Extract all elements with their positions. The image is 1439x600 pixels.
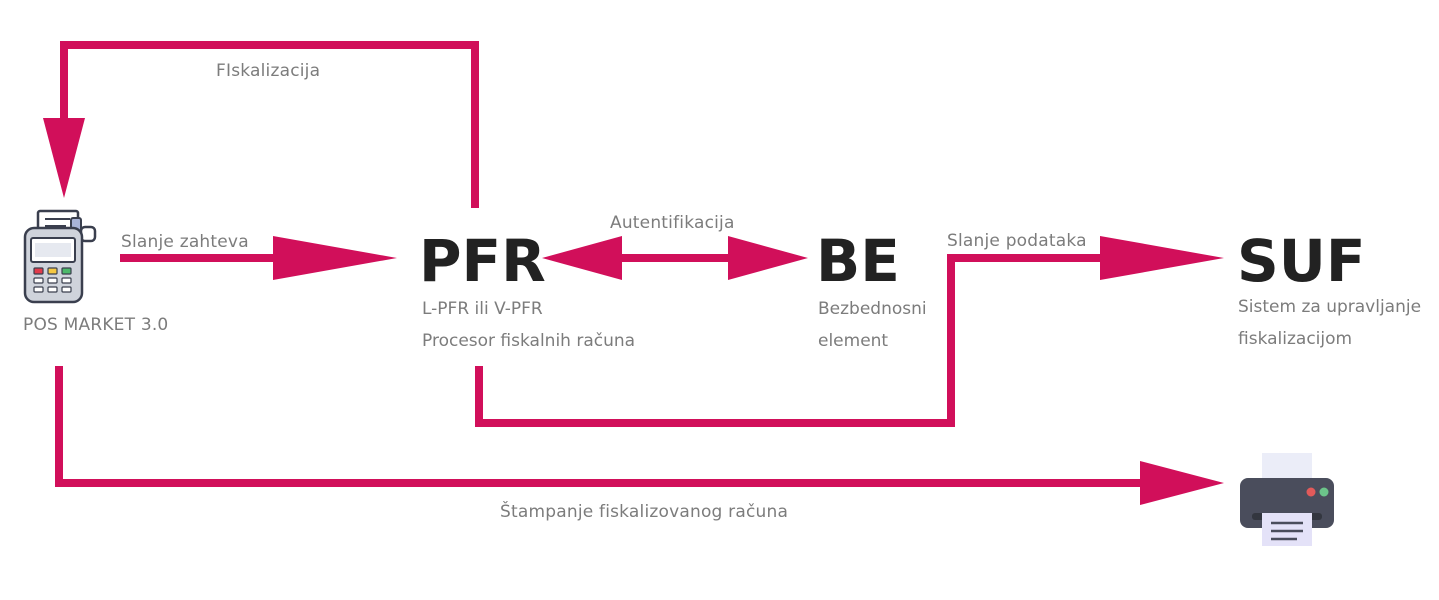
printer-icon [1240,453,1334,546]
be-line-2: element [818,331,889,351]
label-autentifikacija: Autentifikacija [610,213,735,233]
suf-title: SUF [1237,227,1366,295]
pfr-line-1: L-PFR ili V-PFR [422,299,543,319]
label-stampanje: Štampanje fiskalizovanog računa [500,502,789,522]
be-description: Bezbednosni element [818,293,927,357]
arrow-slanje-zahteva [120,236,397,280]
arrow-stampanje [55,366,1224,505]
be-title: BE [816,227,900,295]
arrow-slanje-podataka [475,236,1224,427]
suf-line-1: Sistem za upravljanje [1238,297,1422,317]
label-slanje-podataka: Slanje podataka [947,231,1087,251]
pos-label: POS MARKET 3.0 [23,315,169,335]
arrow-fiskalizacija [43,41,479,208]
suf-line-2: fiskalizacijom [1238,329,1353,349]
pfr-line-2: Procesor fiskalnih računa [422,331,636,351]
label-fiskalizacija: FIskalizacija [216,61,321,81]
label-slanje-zahteva: Slanje zahteva [121,232,249,252]
be-line-1: Bezbednosni [818,299,927,319]
pos-terminal-icon [23,209,97,304]
arrow-autentifikacija [542,236,808,280]
pfr-title: PFR [419,227,546,295]
pfr-description: L-PFR ili V-PFR Procesor fiskalnih račun… [422,293,635,357]
suf-description: Sistem za upravljanje fiskalizacijom [1238,291,1421,355]
